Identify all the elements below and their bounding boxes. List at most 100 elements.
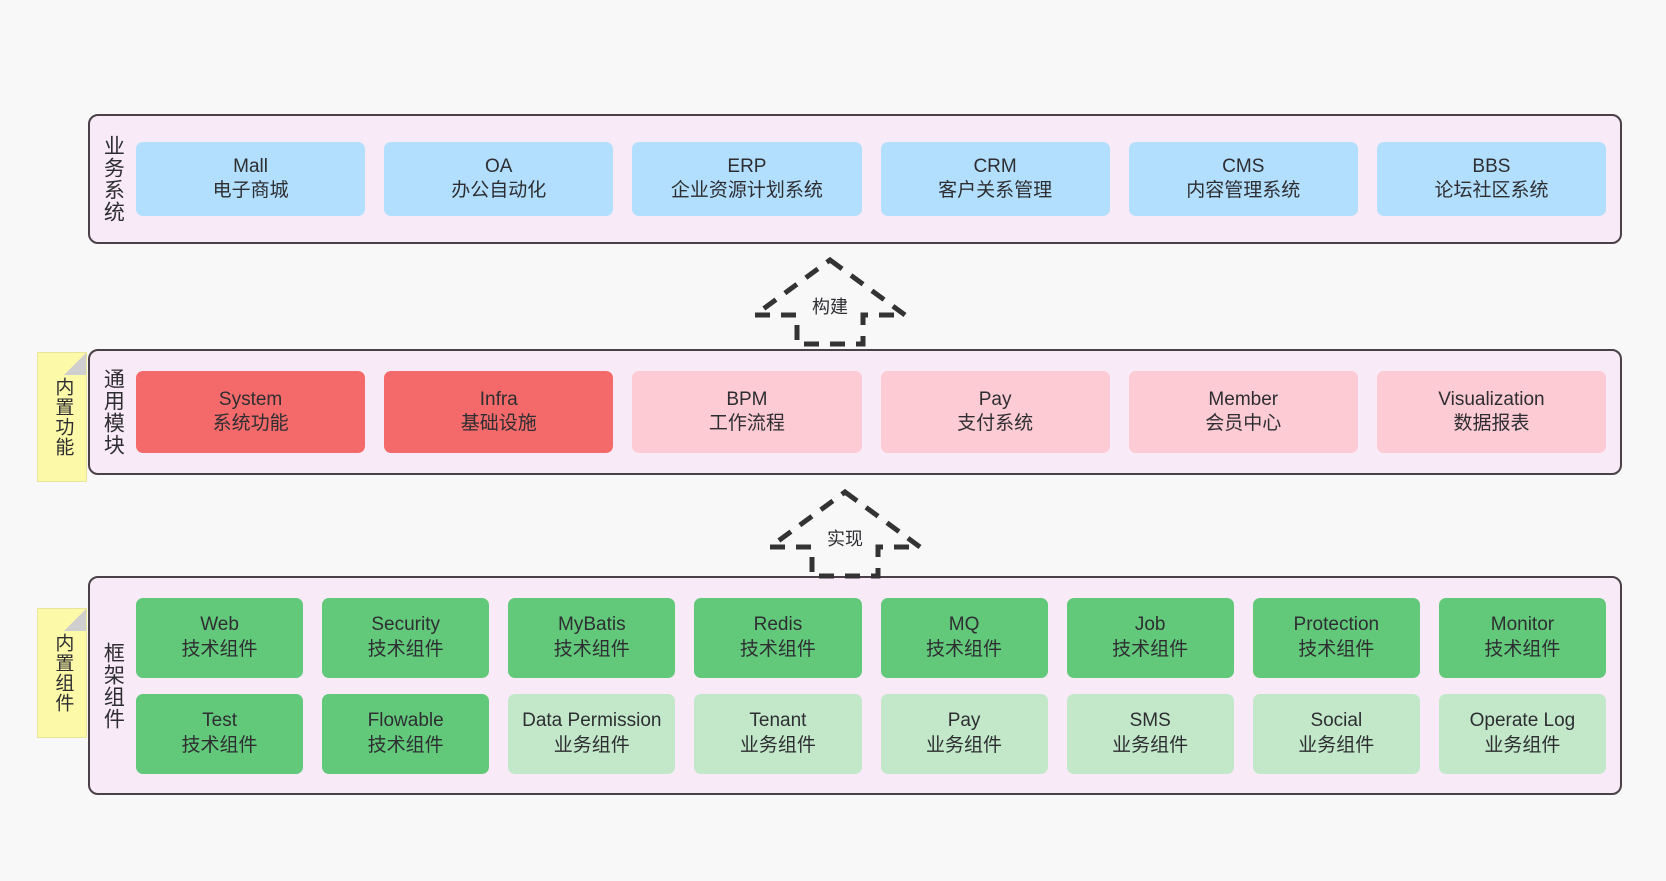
module-card-bbs[interactable]: BBS 论坛社区系统 (1376, 142, 1607, 216)
module-card-subtitle: 内容管理系统 (1186, 180, 1301, 201)
module-card-title: CMS (1222, 155, 1265, 177)
module-card-title: ERP (727, 155, 767, 177)
band-row: Mall 电子商城 OA 办公自动化 ERP 企业资源计划系统 CRM 客户关系… (136, 142, 1607, 216)
band-body-common-modules: System 系统功能 Infra 基础设施 BPM 工作流程 Pay 支付系统… (134, 351, 1620, 473)
module-card-oa[interactable]: OA 办公自动化 (384, 142, 614, 216)
module-card-subtitle: 系统功能 (212, 413, 289, 434)
component-card-title: Operate Log (1469, 710, 1576, 732)
module-card-member[interactable]: Member 会员中心 (1128, 371, 1358, 453)
module-card-subtitle: 基础设施 (460, 413, 537, 434)
module-card-subtitle: 客户关系管理 (938, 180, 1053, 201)
module-card-crm[interactable]: CRM 客户关系管理 (880, 142, 1110, 216)
component-card-tenant[interactable]: Tenant 业务组件 (694, 693, 862, 774)
band-framework-components: 框架组件 Web 技术组件 Security 技术组件 MyBatis 技术组件… (88, 576, 1622, 795)
component-card-redis[interactable]: Redis 技术组件 (694, 597, 862, 678)
component-card-title: Security (371, 614, 440, 636)
band-business-systems: 业务系统 Mall 电子商城 OA 办公自动化 ERP 企业资源计划系统 CRM… (88, 114, 1622, 244)
module-card-subtitle: 论坛社区系统 (1434, 180, 1549, 201)
band-row: Web 技术组件 Security 技术组件 MyBatis 技术组件 Redi… (136, 597, 1606, 678)
component-card-title: Flowable (367, 710, 444, 732)
component-card-title: Pay (947, 710, 981, 732)
component-card-pay[interactable]: Pay 业务组件 (880, 693, 1048, 774)
component-card-subtitle: 技术组件 (926, 638, 1003, 660)
arrow-build: 构建 (747, 256, 913, 347)
component-card-subtitle: 技术组件 (367, 638, 444, 660)
band-label-framework-components: 框架组件 (101, 641, 125, 730)
note-label: 内置组件 (52, 633, 74, 713)
component-card-subtitle: 技术组件 (181, 734, 258, 756)
band-label-common-modules: 通用模块 (101, 368, 125, 456)
component-card-title: SMS (1129, 710, 1171, 732)
module-card-erp[interactable]: ERP 企业资源计划系统 (632, 142, 862, 216)
module-card-bpm[interactable]: BPM 工作流程 (632, 371, 862, 453)
module-card-subtitle: 支付系统 (957, 413, 1034, 434)
component-card-social[interactable]: Social 业务组件 (1252, 693, 1420, 774)
module-card-title: BBS (1472, 155, 1511, 177)
band-label-business-systems: 业务系统 (101, 135, 125, 223)
component-card-title: Test (202, 710, 237, 732)
arrow-implement: 实现 (762, 488, 928, 579)
module-card-title: OA (485, 155, 513, 177)
component-card-job[interactable]: Job 技术组件 (1066, 597, 1234, 678)
component-card-flowable[interactable]: Flowable 技术组件 (322, 693, 490, 774)
dashed-up-arrow-icon (762, 488, 928, 579)
component-card-title: Data Permission (522, 710, 662, 732)
component-card-subtitle: 技术组件 (739, 638, 816, 660)
component-card-subtitle: 业务组件 (553, 734, 630, 756)
module-card-infra[interactable]: Infra 基础设施 (384, 371, 614, 453)
band-row: System 系统功能 Infra 基础设施 BPM 工作流程 Pay 支付系统… (136, 371, 1607, 453)
component-card-subtitle: 业务组件 (739, 734, 816, 756)
dashed-up-arrow-icon (747, 256, 913, 347)
module-card-title: Mall (233, 155, 268, 177)
band-body-framework-components: Web 技术组件 Security 技术组件 MyBatis 技术组件 Redi… (134, 578, 1620, 793)
component-card-title: Social (1310, 710, 1363, 732)
module-card-system[interactable]: System 系统功能 (136, 371, 366, 453)
component-card-subtitle: 技术组件 (1112, 638, 1189, 660)
module-card-subtitle: 办公自动化 (451, 180, 547, 201)
component-card-subtitle: 技术组件 (1484, 638, 1561, 660)
module-card-title: Infra (479, 388, 518, 410)
module-card-title: Member (1208, 388, 1279, 410)
note-builtin-features: 内置功能 (37, 352, 87, 482)
component-card-subtitle: 业务组件 (1112, 734, 1189, 756)
module-card-title: BPM (726, 388, 768, 410)
component-card-title: Job (1134, 614, 1166, 636)
component-card-operate-log[interactable]: Operate Log 业务组件 (1438, 693, 1606, 774)
component-card-data-permission[interactable]: Data Permission 业务组件 (508, 693, 676, 774)
module-card-subtitle: 会员中心 (1205, 413, 1282, 434)
component-card-title: Web (200, 614, 239, 636)
component-card-subtitle: 业务组件 (1484, 734, 1561, 756)
component-card-security[interactable]: Security 技术组件 (322, 597, 490, 678)
note-label: 内置功能 (52, 377, 74, 457)
component-card-subtitle: 技术组件 (181, 638, 258, 660)
component-card-test[interactable]: Test 技术组件 (136, 693, 304, 774)
component-card-protection[interactable]: Protection 技术组件 (1252, 597, 1420, 678)
component-card-web[interactable]: Web 技术组件 (136, 597, 304, 678)
module-card-pay[interactable]: Pay 支付系统 (880, 371, 1110, 453)
component-card-subtitle: 技术组件 (553, 638, 630, 660)
module-card-subtitle: 电子商城 (212, 180, 289, 201)
note-builtin-components: 内置组件 (37, 608, 87, 738)
module-card-subtitle: 数据报表 (1453, 413, 1530, 434)
module-card-subtitle: 工作流程 (708, 413, 785, 434)
module-card-title: Visualization (1438, 388, 1545, 410)
module-card-title: System (218, 388, 283, 410)
component-card-title: Redis (753, 614, 803, 636)
module-card-visualization[interactable]: Visualization 数据报表 (1376, 371, 1607, 453)
component-card-sms[interactable]: SMS 业务组件 (1066, 693, 1234, 774)
component-card-mq[interactable]: MQ 技术组件 (880, 597, 1048, 678)
component-card-monitor[interactable]: Monitor 技术组件 (1438, 597, 1606, 678)
band-row: Test 技术组件 Flowable 技术组件 Data Permission … (136, 693, 1606, 774)
component-card-mybatis[interactable]: MyBatis 技术组件 (508, 597, 676, 678)
module-card-mall[interactable]: Mall 电子商城 (136, 142, 366, 216)
component-card-subtitle: 技术组件 (1298, 638, 1375, 660)
band-body-business-systems: Mall 电子商城 OA 办公自动化 ERP 企业资源计划系统 CRM 客户关系… (134, 116, 1620, 242)
module-card-title: Pay (978, 388, 1012, 410)
component-card-title: Protection (1293, 614, 1380, 636)
module-card-subtitle: 企业资源计划系统 (670, 180, 823, 201)
module-card-cms[interactable]: CMS 内容管理系统 (1128, 142, 1358, 216)
component-card-title: MyBatis (558, 614, 626, 636)
component-card-title: Monitor (1490, 614, 1555, 636)
component-card-subtitle: 业务组件 (1298, 734, 1375, 756)
